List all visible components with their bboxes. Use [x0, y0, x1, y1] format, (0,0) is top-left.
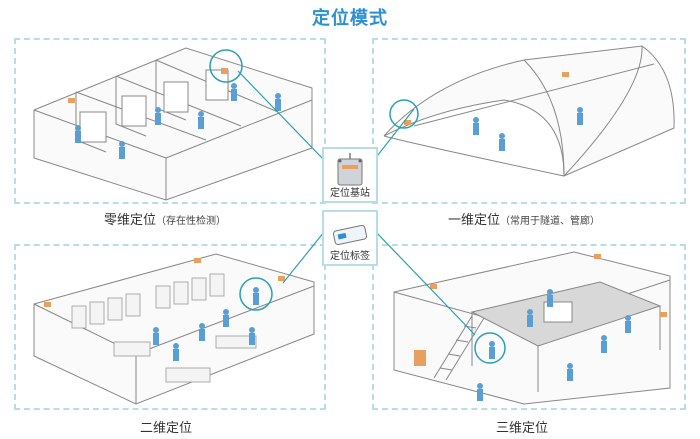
mode-name: 一维定位 [448, 213, 501, 228]
tag-highlight-circle [474, 332, 506, 364]
panel-two-dim [14, 244, 326, 410]
station-icon [337, 153, 363, 186]
person-icons [473, 107, 583, 151]
mode-name: 二维定位 [140, 421, 193, 436]
station-box: 定位基站 [322, 147, 378, 203]
person-icons [153, 287, 259, 361]
mode-note: 常用于隧道、管廊 [510, 216, 591, 227]
station-highlight-circle [209, 49, 243, 83]
warehouse-rooms-illustration [33, 47, 313, 201]
page-title: 定位模式 [312, 8, 388, 29]
caption-one-dim: 一维定位（常用于隧道、管廊） [448, 213, 601, 228]
mezzanine-illustration [393, 251, 671, 405]
person-icons [477, 289, 631, 401]
caption-two-dim: 二维定位 [140, 417, 192, 436]
mode-name: 三维定位 [496, 421, 549, 436]
tag-highlight-circle [239, 277, 273, 311]
mode-name: 零维定位 [104, 213, 157, 228]
panel-one-dim [372, 38, 686, 204]
caption-zero-dim: 零维定位（存在性检测） [104, 213, 227, 228]
station-label: 定位基站 [330, 188, 370, 199]
panel-three-dim [372, 244, 686, 410]
caption-three-dim: 三维定位 [496, 417, 548, 436]
mode-note: 存在性检测 [166, 216, 217, 227]
tunnel-illustration [383, 45, 675, 177]
tag-label: 定位标签 [330, 251, 370, 262]
factory-floor-illustration [33, 253, 315, 405]
tag-box: 定位标签 [322, 210, 378, 266]
panel-zero-dim [14, 38, 326, 204]
tag-icon [332, 224, 368, 246]
